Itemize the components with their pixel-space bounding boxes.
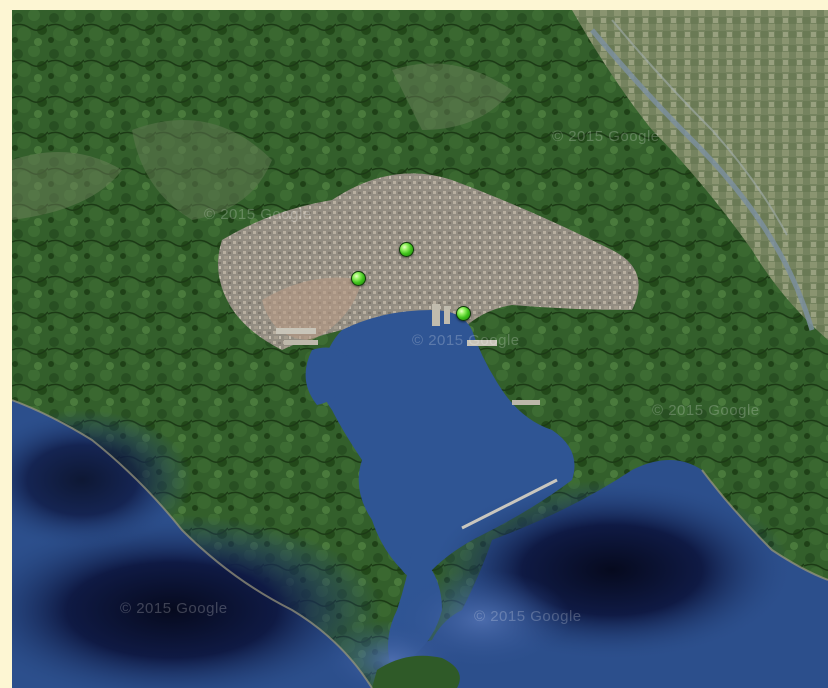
satellite-map[interactable]: © 2015 Google © 2015 Google © 2015 Googl… bbox=[12, 10, 828, 688]
map-marker-2[interactable] bbox=[351, 271, 366, 286]
map-marker-3[interactable] bbox=[456, 306, 471, 321]
satellite-imagery bbox=[12, 10, 828, 688]
map-marker-1[interactable] bbox=[399, 242, 414, 257]
